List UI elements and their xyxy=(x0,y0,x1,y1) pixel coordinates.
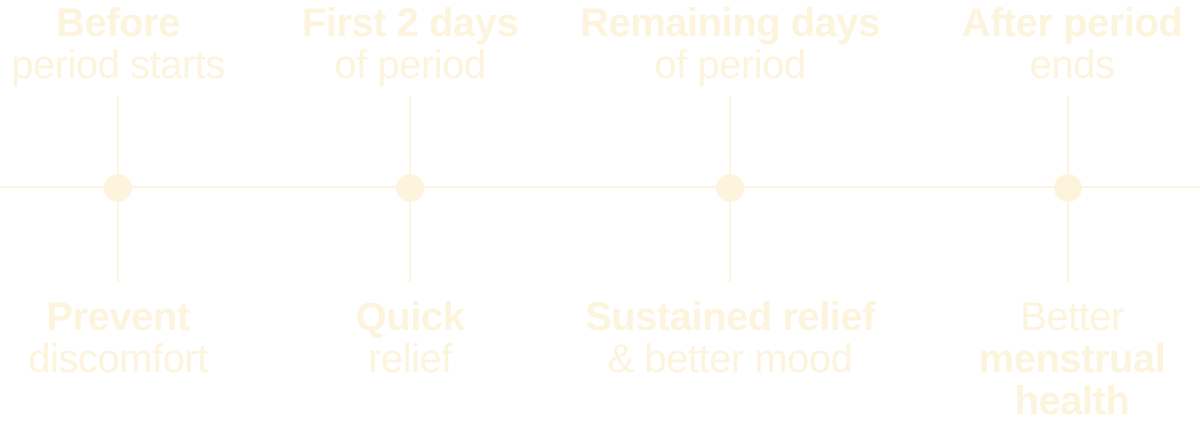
stage-timing-subtitle: of period xyxy=(334,43,486,87)
stage-timing-title: After period xyxy=(961,1,1183,45)
stage-benefit-subtitle: discomfort xyxy=(28,337,208,381)
timeline-marker xyxy=(716,174,744,202)
stage-benefit-title: Quick xyxy=(355,295,465,339)
stage-after-period: After period ends Better menstrual healt… xyxy=(880,0,1200,425)
stage-timing: Remaining days of period xyxy=(570,2,890,86)
timeline-axis xyxy=(0,186,1200,188)
stage-benefit: Better menstrual health xyxy=(912,296,1200,422)
stage-benefit: Sustained relief & better mood xyxy=(570,296,890,380)
stage-timing-title: Remaining days xyxy=(580,1,880,45)
stage-remaining-days: Remaining days of period Sustained relie… xyxy=(570,0,890,425)
timeline-marker xyxy=(396,174,424,202)
stage-benefit-title: menstrual xyxy=(978,337,1166,381)
stage-benefit: Prevent discomfort xyxy=(0,296,278,380)
stage-timing-subtitle: of period xyxy=(654,43,806,87)
stage-timing-subtitle: period starts xyxy=(11,43,225,87)
stage-first-two-days: First 2 days of period Quick relief xyxy=(250,0,570,425)
stage-benefit-title: Sustained relief xyxy=(585,295,875,339)
timeline-marker xyxy=(1054,174,1082,202)
stage-benefit: Quick relief xyxy=(250,296,570,380)
stage-before-period: Before period starts Prevent discomfort xyxy=(0,0,278,425)
stage-timing-subtitle: ends xyxy=(1029,43,1115,87)
stage-benefit-subtitle: & better mood xyxy=(607,337,853,381)
stage-timing-title: Before xyxy=(56,1,180,45)
stage-timing: Before period starts xyxy=(0,2,278,86)
stage-timing: After period ends xyxy=(912,2,1200,86)
stage-benefit-lead: Better xyxy=(1020,295,1124,339)
stage-timing-title: First 2 days xyxy=(301,1,519,45)
timeline-marker xyxy=(104,174,132,202)
stage-timing: First 2 days of period xyxy=(250,2,570,86)
stage-benefit-subtitle: relief xyxy=(368,337,452,381)
stage-benefit-title: Prevent xyxy=(46,295,190,339)
stage-benefit-title: health xyxy=(1014,379,1130,423)
